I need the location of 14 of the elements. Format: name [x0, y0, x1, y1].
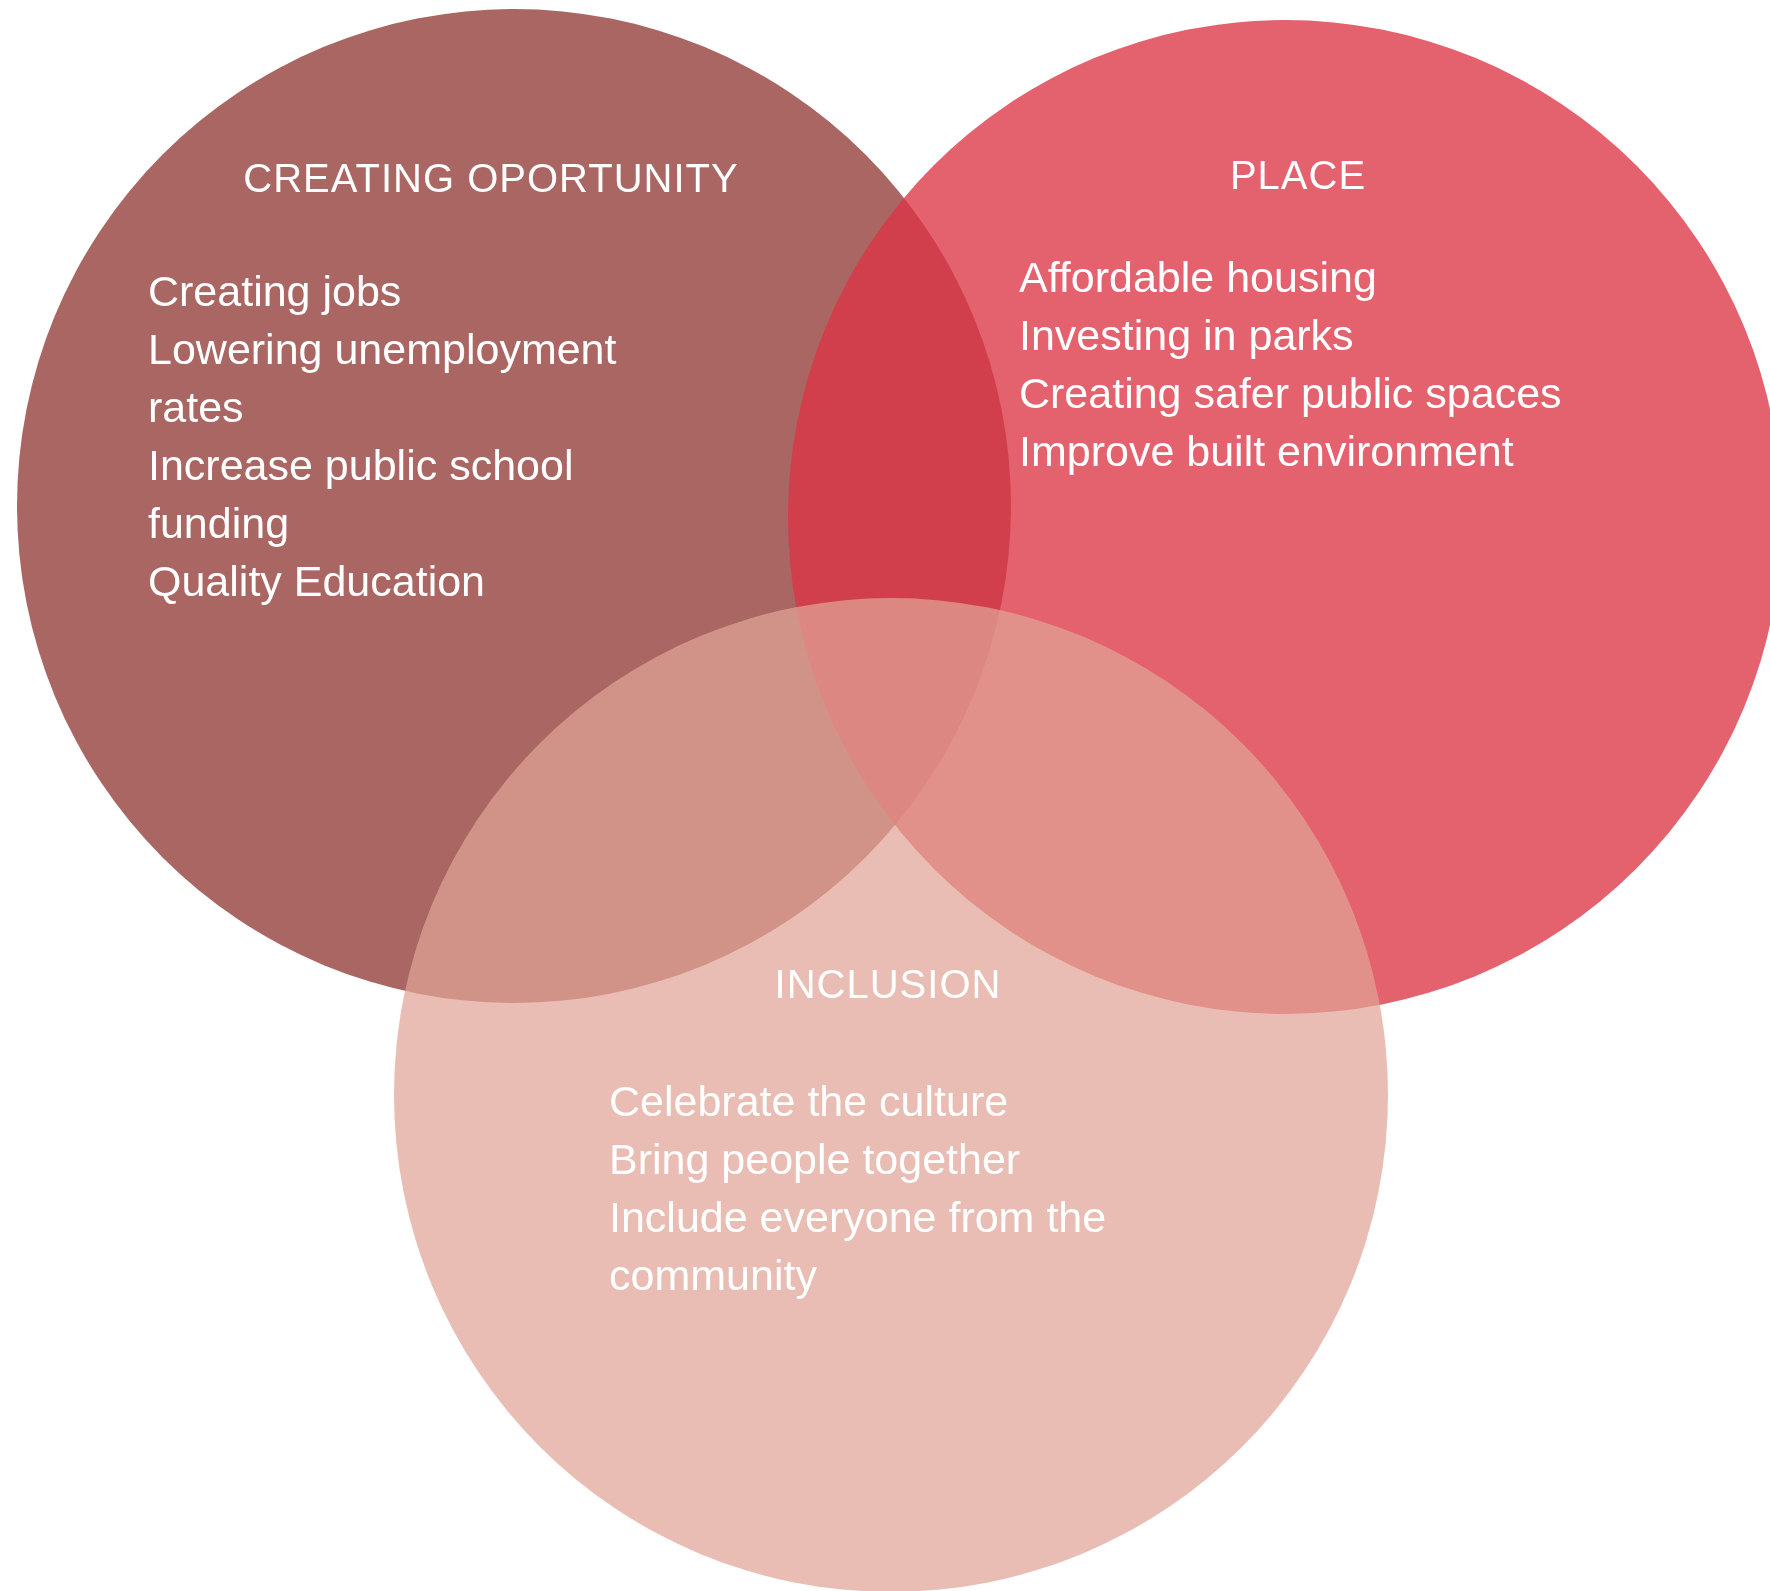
- list-item: Improve built environment: [1019, 426, 1515, 477]
- list-item: Bring people together: [609, 1134, 1022, 1185]
- circle-heading: CREATING OPORTUNITY: [243, 155, 739, 201]
- list-item: Creating safer public spaces: [1019, 368, 1563, 419]
- list-item: Investing in parks: [1019, 310, 1355, 361]
- list-item: Increase public school funding: [148, 440, 575, 549]
- circle-heading: INCLUSION: [774, 961, 1002, 1007]
- circle-heading: PLACE: [1229, 152, 1367, 198]
- list-item: Celebrate the culture: [609, 1076, 1010, 1127]
- list-item: Affordable housing: [1019, 252, 1378, 303]
- list-item: Include everyone from the community: [609, 1192, 1108, 1301]
- list-item: Lowering unemployment rates: [148, 324, 618, 433]
- list-item: Creating jobs: [148, 266, 403, 317]
- list-item: Quality Education: [148, 556, 487, 607]
